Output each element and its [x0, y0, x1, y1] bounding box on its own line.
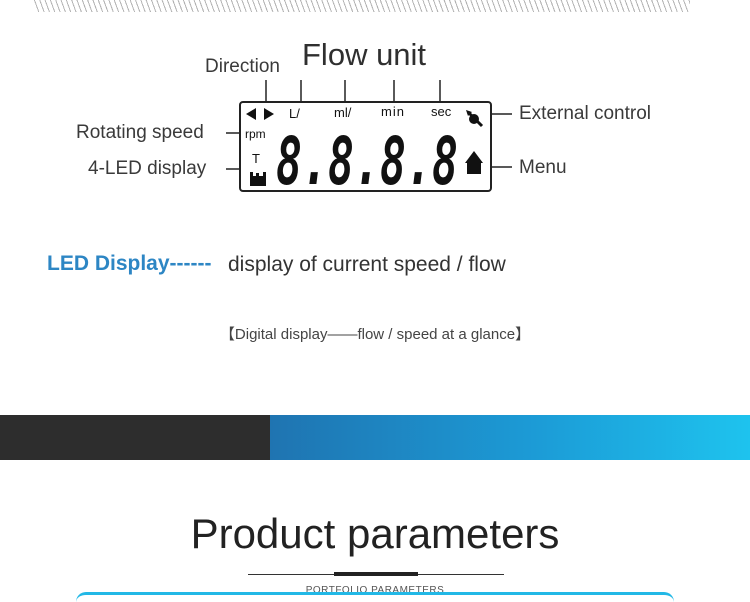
external-control-label: External control [519, 103, 652, 124]
led-display-label: 4-LED display [88, 158, 207, 179]
lcd-unit-min: min [381, 104, 405, 119]
led-display-title: LED Display------ [47, 252, 212, 275]
title-rule-accent [334, 572, 418, 576]
lcd-unit-sec: sec [431, 104, 452, 119]
section-band-blue [270, 415, 750, 460]
lcd-t: T [252, 151, 260, 166]
led-display-description: display of current speed / flow [228, 253, 506, 276]
lcd-frame [239, 101, 492, 192]
lcd-unit-ml: ml/ [334, 105, 352, 120]
portfolio-parameters-subtitle: PORTFOLIO PARAMETERS [305, 585, 445, 596]
decorative-hatch [34, 0, 690, 12]
section-band-dark [0, 415, 270, 460]
flow-unit-title: Flow unit [302, 37, 427, 72]
home-menu-icon [465, 151, 483, 174]
menu-label: Menu [519, 157, 567, 178]
rotating-speed-label: Rotating speed [76, 122, 204, 143]
external-control-icon [466, 110, 484, 128]
digital-display-caption: 【Digital display——flow / speed at a glan… [219, 326, 531, 343]
lcd-rpm: rpm [245, 127, 266, 141]
lcd-diagram: L/ ml/ min sec rpm T 8.8.8.8 [226, 80, 512, 200]
lcd-digits: 8.8.8.8 [276, 123, 458, 200]
lcd-unit-l: L/ [289, 106, 300, 121]
product-parameters-title: Product parameters [190, 510, 560, 557]
parameters-card-edge [76, 592, 674, 602]
direction-left-arrow-icon [246, 108, 256, 120]
container-icon [250, 172, 266, 186]
direction-right-arrow-icon [264, 108, 274, 120]
direction-label: Direction [205, 56, 280, 77]
